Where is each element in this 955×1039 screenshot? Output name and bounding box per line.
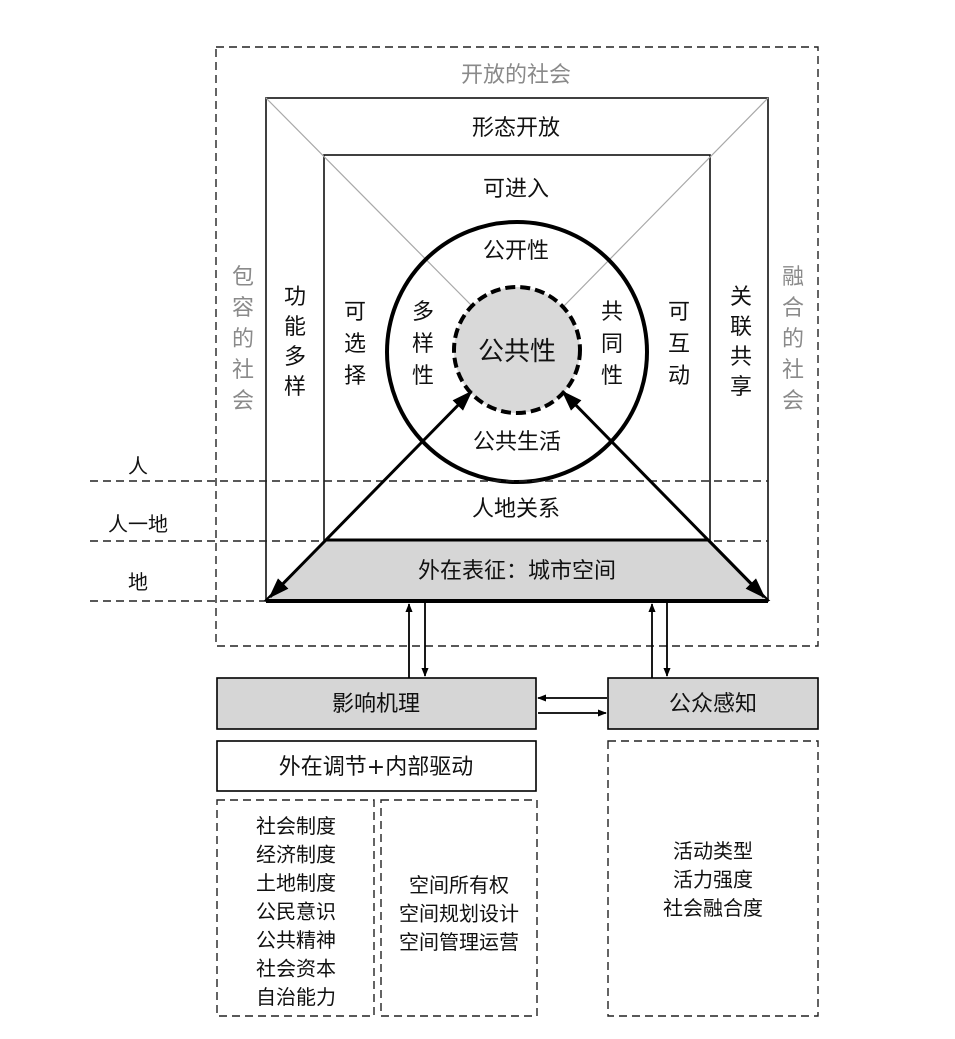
list-b-item: 空间管理运营 <box>399 930 519 954</box>
openness-label: 公开性 <box>483 239 549 264</box>
mechanism-sub-box <box>216 740 537 792</box>
right-cone-arrow <box>561 390 766 599</box>
selectable-label: 可选择 <box>344 300 366 389</box>
perception-label: 公众感知 <box>669 692 757 717</box>
level-di-label: 地 <box>128 570 148 594</box>
mechanism-sub-label: 外在调节+内部驱动 <box>279 755 473 780</box>
commonality-label: 共同性 <box>601 300 623 389</box>
mechanism-label: 影响机理 <box>332 692 420 717</box>
open-society-label: 开放的社会 <box>461 63 571 88</box>
accessible-label: 可进入 <box>483 177 549 202</box>
left-cone-arrow <box>268 390 473 599</box>
level-rendi-label: 人一地 <box>108 512 168 536</box>
human-land-relation-label: 人地关系 <box>472 497 560 522</box>
list-a-item: 公民意识 <box>256 900 336 924</box>
open-society-frame <box>215 46 819 647</box>
integrated-society-label: 融合的社会 <box>782 265 804 414</box>
public-life-label: 公共生活 <box>473 430 561 455</box>
list-a-item: 自治能力 <box>256 985 336 1009</box>
inclusive-society-label: 包容的社会 <box>232 265 254 414</box>
list-b-box <box>380 799 538 1017</box>
list-b-item: 空间规划设计 <box>399 902 519 926</box>
list-a-box <box>216 799 375 1017</box>
interactive-label: 可互动 <box>668 300 690 389</box>
publicness-ring <box>385 220 649 484</box>
list-c-item: 社会融合度 <box>663 896 763 920</box>
publicness-core <box>452 285 582 415</box>
form-open-label: 形态开放 <box>472 116 560 141</box>
list-c-item: 活力强度 <box>673 868 753 892</box>
list-a-item: 社会资本 <box>256 957 336 981</box>
list-b-item: 空间所有权 <box>409 873 509 897</box>
mechanism-box <box>216 677 537 730</box>
list-a-item: 土地制度 <box>256 871 336 895</box>
perception-box <box>607 677 819 730</box>
urban-space-label: 外在表征：城市空间 <box>418 559 616 584</box>
list-a-item: 社会制度 <box>256 814 336 838</box>
diversity-label: 多样性 <box>412 300 434 389</box>
linked-shared-label: 关联共享 <box>730 285 752 400</box>
diagonal-right <box>560 97 769 310</box>
list-c-item: 活动类型 <box>673 839 753 863</box>
diagonal-left <box>265 97 476 310</box>
list-a-item: 经济制度 <box>256 843 336 867</box>
function-diverse-label: 功能多样 <box>284 285 306 400</box>
list-c-box <box>607 740 819 1017</box>
level-ren-label: 人 <box>128 454 148 478</box>
publicness-label: 公共性 <box>478 337 556 367</box>
list-a-item: 公共精神 <box>256 928 336 952</box>
